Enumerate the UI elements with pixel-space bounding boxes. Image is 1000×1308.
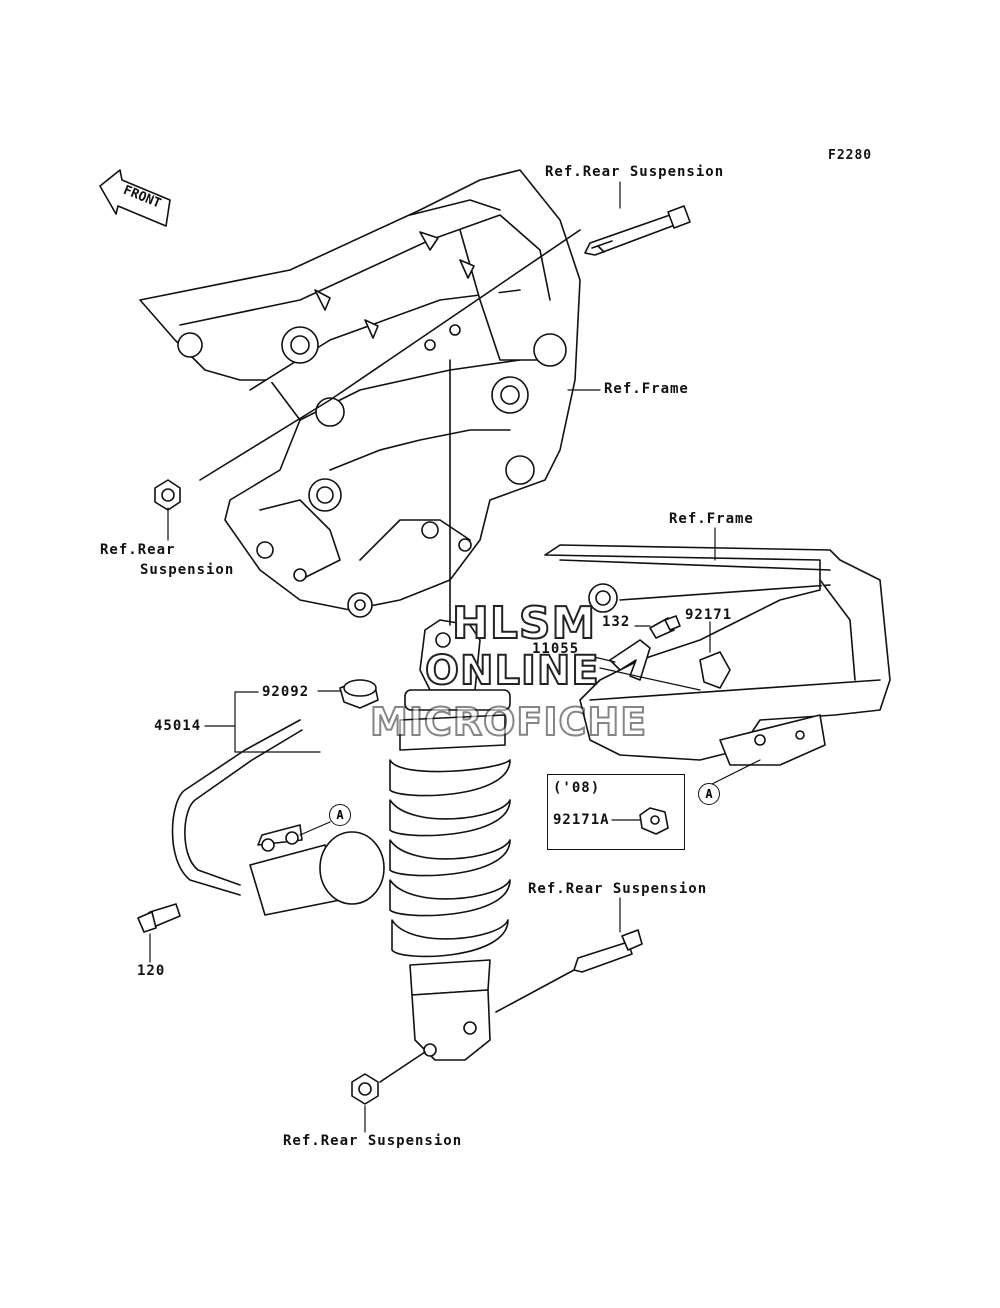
bracket-11055-icon	[609, 639, 651, 681]
part-92092-label: 92092	[262, 684, 310, 700]
bushing-icon	[339, 679, 379, 709]
bolt-top-icon	[584, 205, 691, 256]
bolt-lower-icon	[495, 929, 643, 1013]
part-132-label: 132	[602, 614, 631, 630]
nut-lower-icon	[351, 1051, 426, 1105]
label-ref-frame-lower: Ref.Frame	[669, 511, 754, 527]
label-ref-rear-left-1: Ref.Rear	[100, 542, 176, 558]
part-92171-label: 92171	[685, 607, 733, 623]
clamp-92171-icon	[699, 651, 731, 689]
watermark-line-2: ONLINE	[424, 647, 600, 695]
watermark-line-1: HLSM	[451, 597, 597, 650]
part-45014-label: 45014	[154, 718, 202, 734]
label-ref-frame-upper: Ref.Frame	[604, 381, 689, 397]
figure-code: F2280	[828, 148, 873, 163]
inset-year-label: ('08)	[553, 780, 601, 796]
clamp-92171a-icon	[639, 807, 669, 835]
circle-a-left: A	[329, 804, 351, 826]
bolt-132-icon	[649, 615, 681, 639]
watermark-line-3: MICROFICHE	[369, 699, 648, 745]
label-ref-rear-suspension-bottom: Ref.Rear Suspension	[283, 1133, 463, 1149]
frame-upper-drawing	[139, 169, 581, 618]
bolt-120-icon	[137, 903, 181, 933]
shock-absorber-drawing	[389, 359, 511, 1061]
inset-box	[547, 774, 685, 850]
leader-lines	[149, 181, 761, 1133]
label-ref-rear-suspension-top: Ref.Rear Suspension	[545, 164, 725, 180]
circle-a-right: A	[698, 783, 720, 805]
front-arrow-icon: FRONT	[99, 169, 171, 227]
label-ref-rear-suspension-mid: Ref.Rear Suspension	[528, 881, 708, 897]
part-11055-label: 11055	[532, 641, 580, 657]
label-ref-rear-left-2: Suspension	[140, 562, 235, 578]
part-92171a-label: 92171A	[553, 812, 610, 828]
nut-upper-icon	[154, 479, 181, 511]
reservoir-hose-drawing	[171, 719, 385, 916]
part-120-label: 120	[137, 963, 166, 979]
